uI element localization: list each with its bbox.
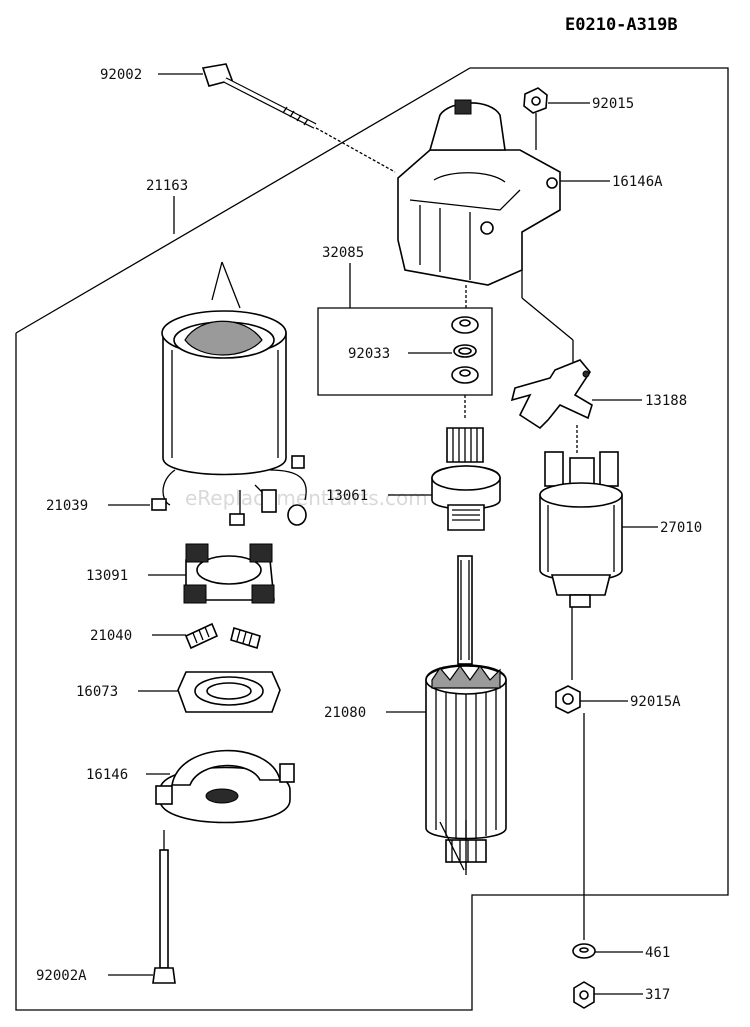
nut-317 bbox=[573, 981, 595, 1009]
label-92002: 92002 bbox=[100, 67, 142, 83]
label-92015: 92015 bbox=[592, 96, 634, 112]
label-21040: 21040 bbox=[90, 628, 132, 644]
label-13061: 13061 bbox=[326, 488, 368, 504]
label-16073: 16073 bbox=[76, 684, 118, 700]
brush-holder bbox=[183, 543, 275, 604]
label-21080: 21080 bbox=[324, 705, 366, 721]
solenoid-switch bbox=[539, 451, 623, 608]
label-32085: 32085 bbox=[322, 245, 364, 261]
label-21163: 21163 bbox=[146, 178, 188, 194]
nut-92015A bbox=[555, 685, 581, 714]
yoke-motor-housing bbox=[151, 261, 307, 526]
label-27010: 27010 bbox=[660, 520, 702, 536]
label-21039: 21039 bbox=[46, 498, 88, 514]
label-461: 461 bbox=[645, 945, 670, 961]
nut-92015 bbox=[523, 87, 548, 150]
diagram-code: E0210-A319B bbox=[565, 15, 678, 35]
label-317: 317 bbox=[645, 987, 670, 1003]
long-bolt-bottom bbox=[152, 849, 176, 984]
label-92002A: 92002A bbox=[36, 968, 87, 984]
washer-461 bbox=[572, 943, 596, 959]
end-cover bbox=[155, 749, 295, 824]
long-bolt-top bbox=[201, 63, 396, 173]
label-16146A: 16146A bbox=[612, 174, 663, 190]
label-13188: 13188 bbox=[645, 393, 687, 409]
kit-rings bbox=[451, 316, 479, 420]
assembly-outline bbox=[15, 67, 729, 1011]
label-92015A: 92015A bbox=[630, 694, 681, 710]
brush-springs bbox=[184, 622, 261, 650]
drive-housing bbox=[397, 99, 561, 286]
label-16146: 16146 bbox=[86, 767, 128, 783]
pinion-clutch-assembly bbox=[431, 427, 501, 531]
label-92033: 92033 bbox=[348, 346, 390, 362]
armature bbox=[425, 555, 507, 875]
shift-lever bbox=[510, 359, 593, 430]
brush-plate bbox=[177, 671, 281, 713]
label-13091: 13091 bbox=[86, 568, 128, 584]
